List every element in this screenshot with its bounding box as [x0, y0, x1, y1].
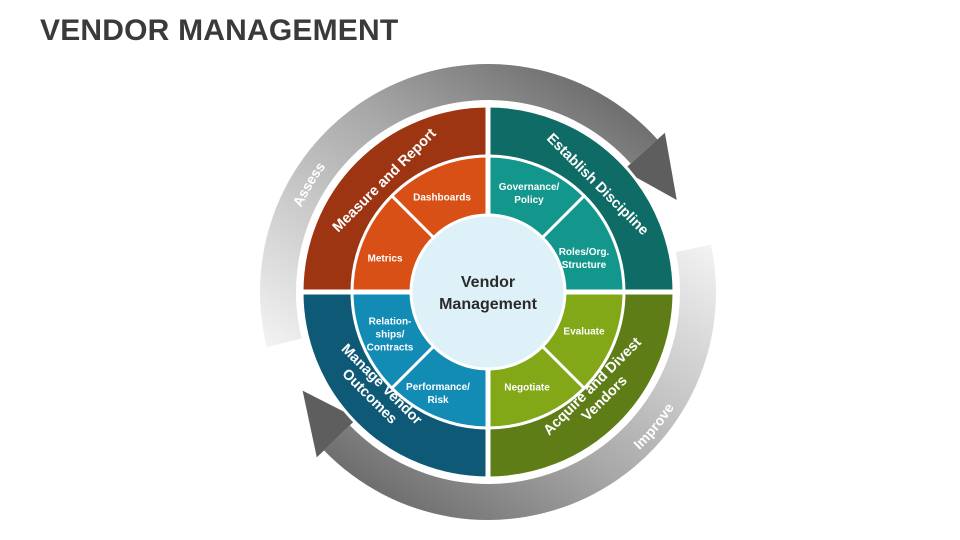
dashboards-segment [391, 156, 488, 238]
measure-report-sub-divider [390, 194, 435, 239]
performance-risk-label: Performance/Risk [406, 382, 470, 406]
manage-outcomes-outer-segment [302, 292, 488, 478]
center-label-line1: Vendor [461, 274, 515, 291]
evaluate-segment [542, 292, 624, 389]
establish-discipline-outer-segment [488, 106, 674, 292]
assess-arrow-head [623, 132, 677, 200]
negotiate-label: Negotiate [504, 383, 550, 394]
center-hub [409, 213, 567, 371]
relationships-contracts-label: Relation-ships/Contracts [367, 317, 414, 354]
governance-policy-label: Governance/Policy [499, 182, 560, 206]
metrics-label: Metrics [367, 254, 402, 265]
improve-arrow-head [302, 390, 358, 458]
relationships-contracts-segment [391, 346, 488, 428]
acquire-divest-outer-segment [488, 292, 674, 478]
evaluate-label: Evaluate [563, 327, 605, 338]
manage-outcomes-sub-divider [390, 345, 435, 390]
governance-policy-segment [488, 156, 585, 238]
page-title: VENDOR MANAGEMENT [40, 14, 399, 47]
roles-org-structure-label: Roles/Org.Structure [559, 247, 610, 271]
acquire-divest-sub-divider [541, 345, 586, 390]
assess-arrow-body [259, 63, 658, 348]
metrics-segment [352, 195, 434, 292]
center-label-line2: Management [439, 296, 537, 313]
negotiate-segment [488, 346, 585, 428]
roles-org-structure-segment [542, 195, 624, 292]
dashboards-label: Dashboards [413, 193, 471, 204]
improve-arrow-body [323, 244, 717, 521]
establish-discipline-sub-divider [541, 194, 586, 239]
measure-report-outer-segment [302, 106, 488, 292]
performance-risk-segment [352, 292, 434, 389]
